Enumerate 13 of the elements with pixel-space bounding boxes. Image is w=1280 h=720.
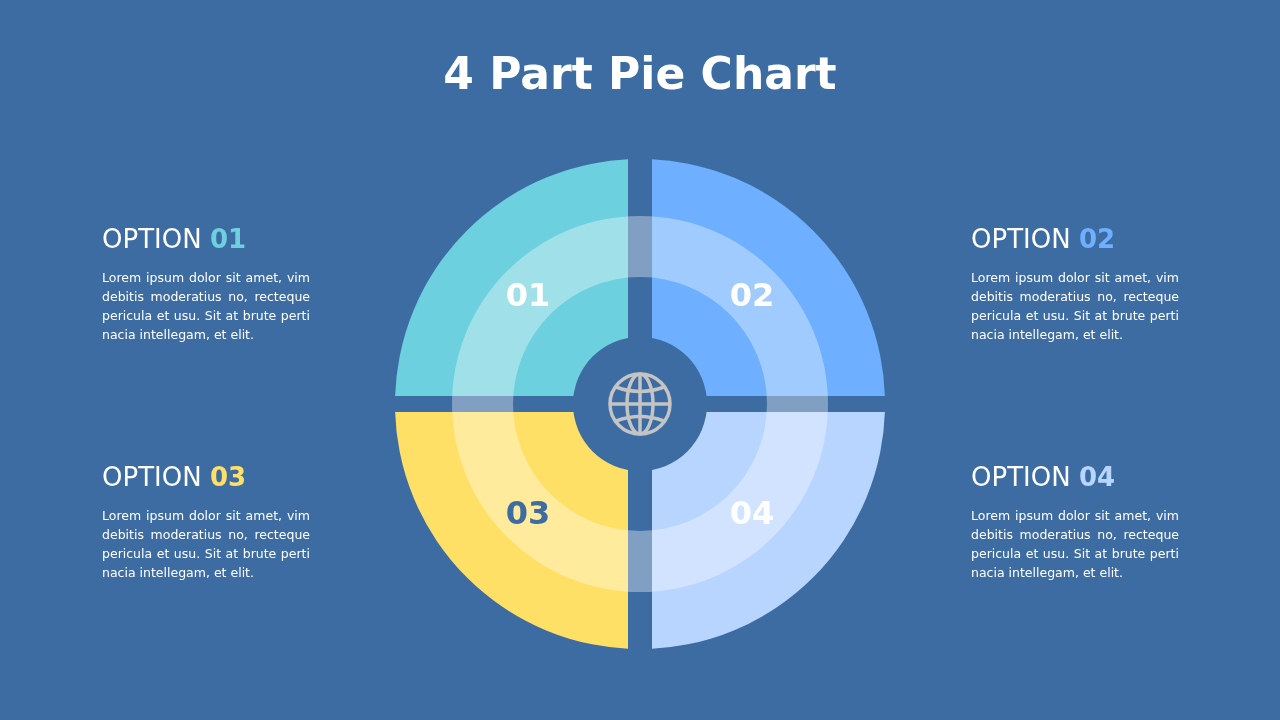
segment-number: 02	[729, 279, 775, 311]
option-description: Lorem ipsum dolor sit amet, vim debitis moderatius no, recteque pericula et usu. Sit at brute pertinacia intellegam, et elit.	[102, 507, 310, 582]
segment-number: 01	[505, 279, 551, 311]
option-heading: OPTION 01	[102, 226, 247, 252]
option-description: Lorem ipsum dolor sit amet, vim debitis moderatius no, recteque pericula et usu. Sit at brute pertinacia intellegam, et elit.	[102, 269, 310, 344]
pie-segment	[640, 404, 885, 649]
segment-number: 03	[505, 497, 551, 529]
slide-title: 4 Part Pie Chart	[443, 48, 837, 99]
option-heading: OPTION 04	[971, 464, 1116, 490]
option-description: Lorem ipsum dolor sit amet, vim debitis moderatius no, recteque pericula et usu. Sit at brute pertinacia intellegam, et elit.	[971, 269, 1179, 344]
option-heading: OPTION 03	[102, 464, 247, 490]
option-heading: OPTION 02	[971, 226, 1116, 252]
option-description: Lorem ipsum dolor sit amet, vim debitis moderatius no, recteque pericula et usu. Sit at brute pertinacia intellegam, et elit.	[971, 507, 1179, 582]
